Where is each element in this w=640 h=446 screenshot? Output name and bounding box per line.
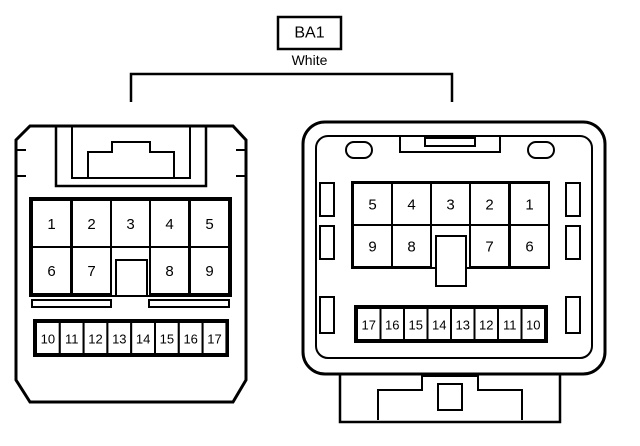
- left-latch-inner: [71, 126, 191, 179]
- left-pin-cavity: [189, 199, 230, 248]
- left-connector-body: [14, 124, 248, 404]
- left-latch-tab: [87, 141, 175, 178]
- left-pin-number: 4: [165, 216, 173, 233]
- right-guide-hole: [527, 141, 555, 159]
- left-pin-number: 11: [65, 332, 79, 347]
- right-pin-number: 6: [525, 239, 533, 256]
- left-separator-bar: [31, 299, 112, 308]
- right-side-slot: [565, 225, 581, 260]
- left-pin-number: 17: [207, 332, 221, 347]
- right-pin-cavity: [352, 224, 393, 268]
- left-pin-number: 10: [41, 332, 55, 347]
- left-pin-number: 7: [87, 263, 95, 280]
- right-pin-number: 8: [407, 239, 415, 256]
- right-pin-number: 13: [456, 318, 470, 333]
- left-pin-number: 2: [87, 216, 95, 233]
- right-pin-cavity: [509, 182, 550, 226]
- right-pin-number: 12: [479, 318, 493, 333]
- connector-code: BA1: [294, 25, 324, 42]
- left-body-notch-right: [236, 149, 246, 177]
- left-pin-number: 6: [47, 263, 55, 280]
- connector-code-box: [276, 15, 343, 51]
- right-pin-cavity: [509, 224, 550, 268]
- right-pin-number: 11: [503, 318, 517, 333]
- right-pin-cavity: [391, 224, 432, 268]
- left-pin-number: 1: [47, 216, 55, 233]
- left-pin-number: 3: [126, 216, 134, 233]
- right-latch-notch: [399, 136, 501, 153]
- right-pin-number: 15: [409, 318, 423, 333]
- left-pin-number: 9: [205, 263, 213, 280]
- right-pin-number: 16: [385, 318, 399, 333]
- left-pin-number: 13: [112, 332, 126, 347]
- right-pin-number: 5: [368, 197, 376, 214]
- right-side-slot: [319, 182, 335, 217]
- right-pin-number: 7: [485, 239, 493, 256]
- right-connector-inner: [315, 135, 593, 359]
- left-pin-number: 14: [136, 332, 150, 347]
- connector-color: White: [292, 52, 328, 68]
- right-pin-number: 3: [446, 197, 454, 214]
- right-pin-number: 9: [368, 239, 376, 256]
- right-lock-tab: [377, 375, 523, 420]
- left-separator-bar: [148, 299, 230, 308]
- right-pin-number: 2: [485, 197, 493, 214]
- right-pin-number: 17: [362, 318, 376, 333]
- left-pin-number: 15: [160, 332, 174, 347]
- right-side-slot: [319, 296, 335, 334]
- left-latch-frame: [54, 124, 208, 188]
- left-pin-number: 16: [183, 332, 197, 347]
- right-side-slot: [565, 296, 581, 334]
- right-pin-cavity: [469, 182, 510, 226]
- left-lower-frame: [33, 319, 229, 357]
- left-key-slot: [115, 259, 148, 297]
- right-pin-number: 14: [432, 318, 446, 333]
- left-pin-number: 12: [88, 332, 102, 347]
- right-pin-cavity: [469, 224, 510, 268]
- right-pin-number: 4: [407, 197, 415, 214]
- right-pin-cavity: [352, 182, 393, 226]
- right-side-slot: [565, 182, 581, 217]
- left-body-notch-left: [16, 149, 26, 177]
- right-pin-number: 1: [525, 197, 533, 214]
- right-lock-housing: [338, 374, 562, 424]
- right-connector-body: [301, 120, 607, 376]
- left-pin-number: 8: [165, 263, 173, 280]
- right-key-slot: [435, 235, 467, 287]
- right-lower-frame: [354, 305, 548, 343]
- view-bracket: [129, 72, 454, 102]
- left-pin-number: 5: [205, 216, 213, 233]
- left-pin-cavity: [31, 246, 72, 295]
- right-pin-number: 10: [526, 318, 540, 333]
- right-connector: 5 4 3 2 1 9 8 7 6 17 16 15 14 13 12 11 10: [301, 120, 607, 424]
- right-lock-key: [437, 383, 463, 411]
- right-side-slot: [319, 225, 335, 260]
- left-pin-cavity: [201, 321, 228, 355]
- right-latch-slot: [424, 137, 476, 147]
- right-guide-hole: [345, 141, 373, 159]
- left-pin-cavity: [71, 246, 112, 295]
- right-pin-cavity: [520, 307, 546, 341]
- left-pin-cavity: [189, 246, 230, 295]
